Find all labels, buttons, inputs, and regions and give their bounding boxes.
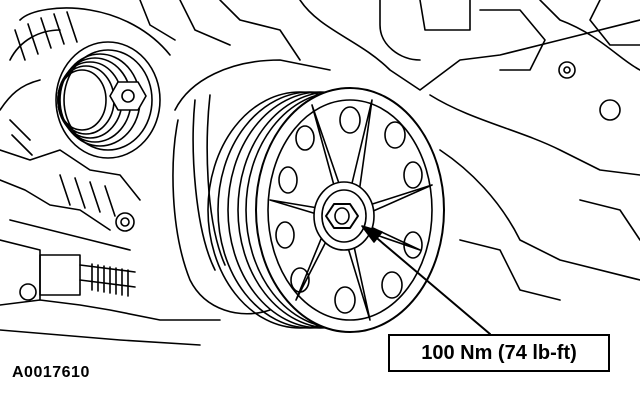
torque-spec-text: 100 Nm (74 lb-ft) [421,341,577,364]
engine-block-casting [139,0,640,301]
torque-spec-label: 100 Nm (74 lb-ft) [388,334,610,372]
pulley-holes [275,106,423,314]
alternator-pulley [55,41,161,159]
figure-id: A0017610 [12,364,90,381]
callout-leader [361,225,491,335]
pulley-bolt [325,203,359,229]
pump-body [172,59,331,315]
alternator [0,7,221,346]
power-steering-pulley [207,87,445,333]
